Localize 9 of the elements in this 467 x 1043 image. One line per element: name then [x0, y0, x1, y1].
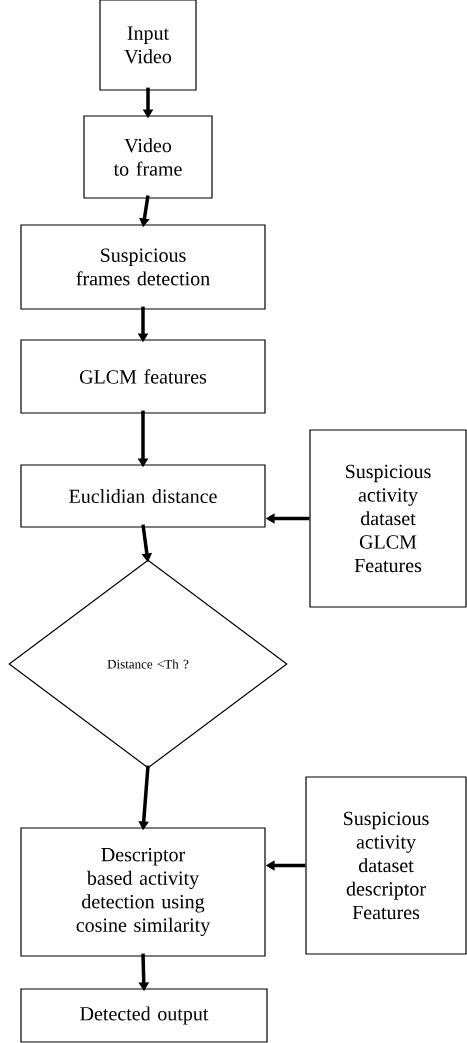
- process-box: Input Video: [99, 0, 197, 91]
- process-box: Euclidian distance: [20, 464, 266, 528]
- process-box: Video to frame: [83, 115, 213, 199]
- process-box: Suspicious frames detection: [20, 224, 266, 310]
- process-box: Descriptor based activity detection using cosine similarity: [20, 827, 266, 957]
- process-box: GLCM features: [20, 339, 266, 414]
- process-box: Detected output: [20, 988, 268, 1043]
- process-box: Suspicious activity dataset descriptor Features: [305, 776, 467, 955]
- process-box: Suspicious activity dataset GLCM Features: [309, 429, 467, 608]
